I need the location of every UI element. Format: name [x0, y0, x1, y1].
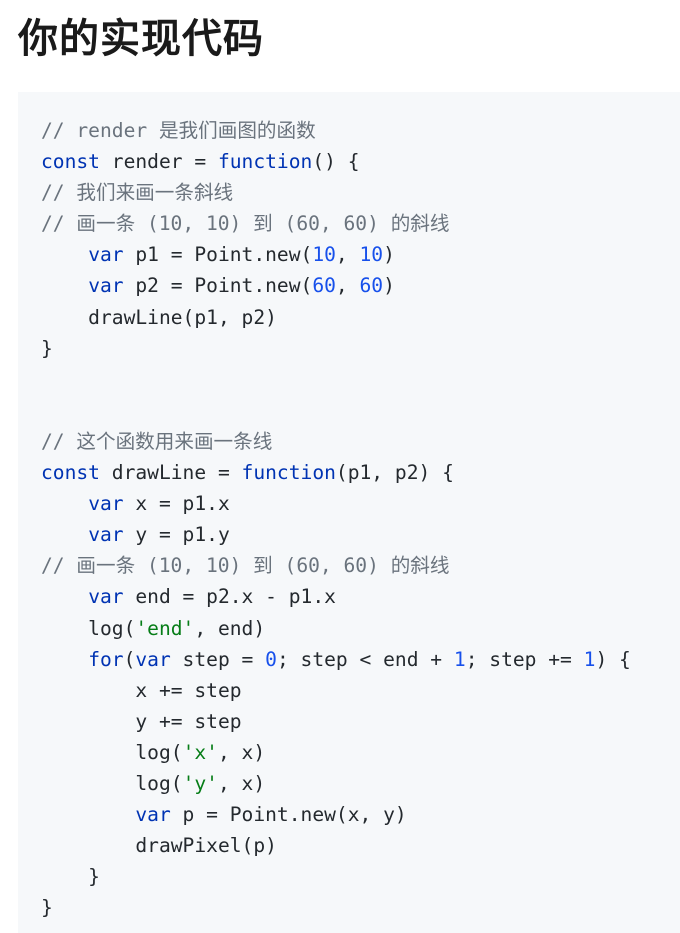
code-line: }	[41, 333, 631, 364]
code-token: , x)	[217, 740, 266, 764]
code-line: // 我们来画一条斜线	[41, 177, 631, 208]
code-line: drawLine(p1, p2)	[41, 302, 631, 333]
keyword-token: var	[88, 492, 124, 516]
comment-token: // 这个函数用来画一条线	[41, 429, 273, 453]
code-token: ,	[335, 243, 360, 267]
keyword-token: var	[135, 647, 171, 671]
code-token: ; step < end +	[276, 647, 454, 671]
code-line	[41, 364, 631, 395]
number-token: 10	[359, 243, 384, 267]
code-token: }	[41, 896, 53, 920]
code-token: )	[383, 243, 395, 267]
keyword-token: var	[88, 243, 124, 267]
number-token: 0	[265, 647, 277, 671]
code-token: p2 = Point.new(	[123, 274, 313, 298]
keyword-token: var	[88, 274, 124, 298]
code-token: p = Point.new(x, y)	[170, 803, 407, 827]
code-line: x += step	[41, 675, 631, 706]
keyword-token: const	[41, 150, 100, 174]
code-token: y = p1.y	[123, 523, 230, 547]
code-line: // 画一条 (10, 10) 到 (60, 60) 的斜线	[41, 208, 631, 239]
number-token: 1	[583, 647, 596, 671]
number-token: 60	[312, 274, 336, 298]
code-token: , end)	[194, 616, 266, 640]
code-content: // render 是我们画图的函数 const render = functio…	[41, 115, 631, 923]
comment-token: // render 是我们画图的函数	[41, 119, 316, 142]
code-token: ; step +=	[465, 647, 584, 671]
string-token: 'y'	[182, 771, 218, 795]
code-token: (p1, p2) {	[335, 461, 454, 485]
code-line: }	[41, 861, 631, 892]
code-token: }	[41, 336, 53, 360]
code-line: log('x', x)	[41, 737, 631, 768]
code-token: }	[41, 865, 100, 889]
number-token: 1	[453, 647, 466, 671]
keyword-token: function	[241, 461, 336, 485]
code-token: x += step	[41, 678, 242, 702]
page-title: 你的实现代码	[18, 16, 264, 62]
code-token: drawPixel(p)	[41, 834, 277, 858]
keyword-token: var	[88, 585, 124, 609]
code-token	[41, 274, 88, 297]
code-token: render =	[99, 150, 218, 174]
keyword-token: var	[135, 803, 171, 827]
code-line: // render 是我们画图的函数	[41, 115, 631, 146]
code-line: }	[41, 892, 631, 923]
code-line: log('end', end)	[41, 613, 631, 644]
code-line: var y = p1.y	[41, 519, 631, 550]
code-token	[41, 243, 88, 266]
code-line: log('y', x)	[41, 768, 631, 799]
code-token: x = p1.x	[123, 492, 230, 516]
code-line: var end = p2.x - p1.x	[41, 581, 631, 612]
code-token: ) {	[595, 647, 631, 671]
number-token: 10	[312, 243, 336, 267]
code-line: y += step	[41, 706, 631, 737]
code-block: // render 是我们画图的函数 const render = functio…	[18, 92, 680, 933]
code-line: drawPixel(p)	[41, 830, 631, 861]
code-token	[41, 585, 88, 608]
code-token: ,	[335, 274, 360, 298]
code-line: var p1 = Point.new(10, 10)	[41, 239, 631, 270]
comment-token: // 我们来画一条斜线	[41, 181, 234, 205]
code-token: , x)	[217, 771, 266, 795]
code-line: const drawLine = function(p1, p2) {	[41, 457, 631, 488]
comment-token: // 画一条 (10, 10) 到 (60, 60) 的斜线	[41, 554, 450, 578]
code-line: for(var step = 0; step < end + 1; step +…	[41, 644, 631, 675]
keyword-token: function	[217, 150, 313, 174]
code-token: drawLine =	[99, 461, 242, 485]
code-line: var p2 = Point.new(60, 60)	[41, 270, 631, 301]
string-token: 'x'	[182, 740, 218, 764]
code-token: () {	[312, 150, 360, 174]
code-token: end = p2.x - p1.x	[123, 585, 336, 609]
code-line: const render = function() {	[41, 146, 631, 177]
code-line: // 这个函数用来画一条线	[41, 426, 631, 457]
code-token: log(	[41, 771, 183, 795]
code-token: log(	[41, 740, 183, 764]
code-token: log(	[41, 616, 136, 640]
code-token: (	[123, 647, 136, 671]
keyword-token: var	[88, 523, 124, 547]
comment-token: // 画一条 (10, 10) 到 (60, 60) 的斜线	[41, 212, 450, 236]
code-token	[41, 803, 135, 826]
code-token: p1 = Point.new(	[123, 243, 313, 267]
code-token	[41, 523, 88, 546]
code-token: step =	[170, 647, 266, 671]
keyword-token: for	[88, 647, 124, 671]
code-token: drawLine(p1, p2)	[41, 305, 277, 329]
code-line: // 画一条 (10, 10) 到 (60, 60) 的斜线	[41, 550, 631, 581]
code-token	[41, 648, 88, 671]
number-token: 60	[359, 274, 384, 298]
string-token: 'end'	[135, 616, 195, 640]
code-token: y += step	[41, 709, 242, 733]
code-line: var x = p1.x	[41, 488, 631, 519]
code-token: )	[383, 274, 395, 298]
code-token	[41, 492, 88, 515]
keyword-token: const	[41, 461, 100, 485]
code-line	[41, 395, 631, 426]
code-line: var p = Point.new(x, y)	[41, 799, 631, 830]
